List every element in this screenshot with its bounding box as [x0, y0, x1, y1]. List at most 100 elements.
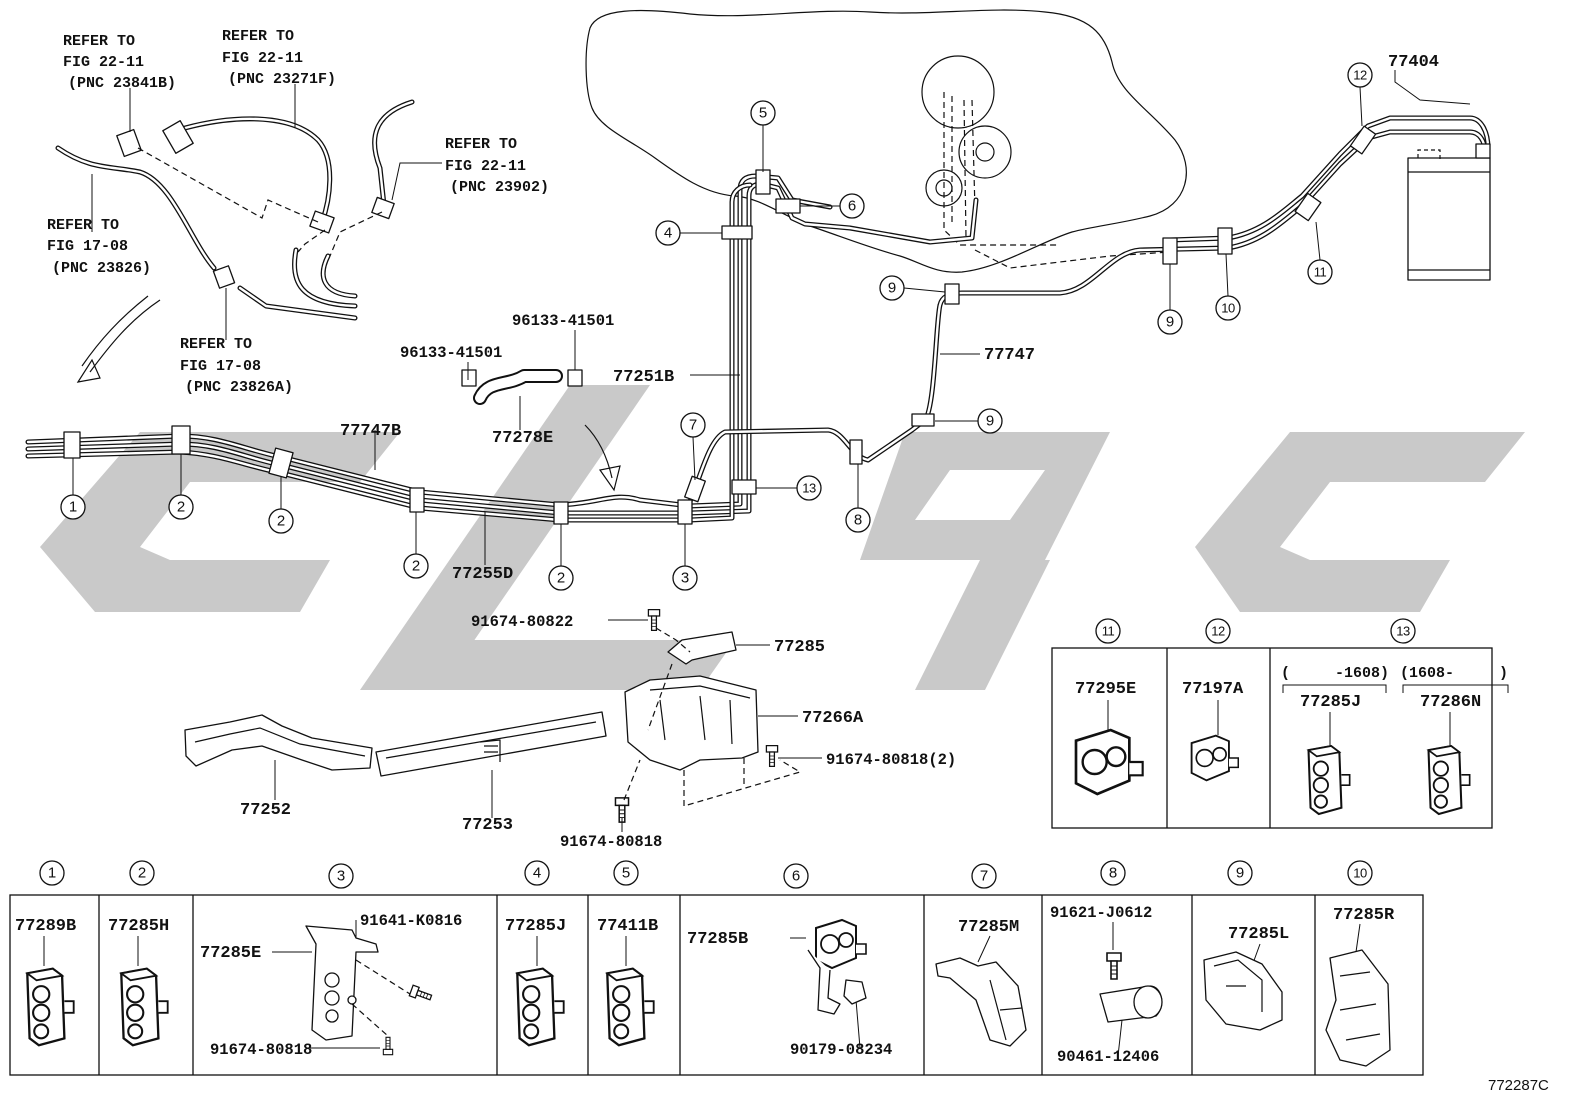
- inset-header-11: 11: [1095, 618, 1121, 644]
- inset-part-13a: 77285J: [1300, 693, 1361, 712]
- canister-icon: [1407, 143, 1491, 281]
- svg-text:5: 5: [759, 105, 767, 122]
- table-part-4: 77285J: [505, 917, 566, 936]
- range-brackets: [1282, 684, 1509, 693]
- clamp-9c: [911, 413, 935, 427]
- parts-table: 1 2 3 4 5 6 7 8 9 10 77289B 77285H 77285…: [9, 860, 1424, 1076]
- watermark-shape-5: [915, 560, 1050, 690]
- ref-line-2: FIG 22-11: [222, 50, 303, 67]
- svg-text:11: 11: [1314, 265, 1327, 280]
- inset-range-a: ( -1608): [1281, 665, 1389, 682]
- fuel-pump-ring: [921, 55, 995, 129]
- clamp-11: [1294, 192, 1322, 222]
- label-canister: 77404: [1388, 53, 1439, 72]
- ref-line-1: REFER TO: [63, 33, 135, 50]
- callout: 8: [845, 507, 871, 533]
- ref-line-2: FIG 22-11: [445, 158, 526, 175]
- clip-icon: [1307, 745, 1351, 815]
- callout: 2: [548, 565, 574, 591]
- ref-line-3: (PNC 23826A): [185, 379, 293, 396]
- reference-23902: REFER TO FIG 22-11 (PNC 23902): [445, 136, 549, 196]
- svg-text:2: 2: [557, 570, 565, 587]
- label-cover-mid: 77253: [462, 816, 513, 835]
- hose-clip-c: [309, 210, 335, 234]
- hose-clip-a: [116, 128, 142, 158]
- svg-text:12: 12: [1211, 624, 1225, 639]
- tube-clamps: [63, 125, 1377, 525]
- ref-line-2: FIG 17-08: [47, 238, 128, 255]
- label-cover-left: 77252: [240, 801, 291, 820]
- svg-text:8: 8: [854, 512, 862, 529]
- clip-77285l: [1203, 951, 1283, 1031]
- svg-text:3: 3: [337, 868, 345, 885]
- hose-dash-lines: [137, 147, 383, 257]
- callout: 9: [1157, 309, 1183, 335]
- svg-text:12: 12: [1353, 68, 1367, 83]
- protector-77266a: [624, 675, 759, 771]
- label-tube-77747b: 77747B: [340, 422, 401, 441]
- reference-23841b: REFER TO FIG 22-11 (PNC 23841B): [63, 33, 176, 92]
- table-header-2: 2: [129, 860, 155, 886]
- cover-77252: [184, 714, 373, 771]
- table-header-6: 6: [783, 863, 809, 889]
- clamp-9a: [944, 283, 960, 305]
- reference-23826: REFER TO FIG 17-08 (PNC 23826): [47, 217, 151, 277]
- table-header-8: 8: [1100, 860, 1126, 886]
- table-part-3b: 91641-K0816: [360, 912, 462, 930]
- hose-clip-e: [212, 265, 236, 289]
- callout: 7: [680, 412, 706, 438]
- bolt-icon: [382, 1036, 394, 1056]
- tank-vent-line: [974, 249, 1171, 269]
- ref-line-3: (PNC 23841B): [68, 75, 176, 92]
- inset-frame: [1051, 647, 1493, 829]
- clamp-7: [684, 475, 706, 503]
- ref-line-3: (PNC 23271F): [228, 71, 336, 88]
- watermark-shape-4: [860, 432, 1110, 560]
- clamp-3: [677, 499, 693, 525]
- label-bolt-top: 91674-80822: [471, 613, 573, 631]
- inset-part-12: 77197A: [1182, 680, 1244, 699]
- callout: 6: [839, 193, 865, 219]
- clip-icon: [606, 967, 655, 1047]
- clamp-9b: [1162, 237, 1178, 265]
- table-header-5: 5: [613, 860, 639, 886]
- table-header-7: 7: [971, 863, 997, 889]
- bolt-icon: [408, 984, 434, 1004]
- table-part-3a: 77285E: [200, 944, 261, 963]
- clamp-4: [721, 225, 753, 240]
- table-header-9: 9: [1227, 860, 1253, 886]
- table-header-1: 1: [39, 860, 65, 886]
- svg-text:5: 5: [622, 865, 630, 882]
- svg-text:6: 6: [848, 198, 856, 215]
- watermark-shape-3: [430, 640, 735, 690]
- svg-text:7: 7: [689, 417, 697, 434]
- svg-text:4: 4: [664, 225, 672, 242]
- svg-text:3: 3: [681, 570, 689, 587]
- table-part-8a: 91621-J0612: [1050, 904, 1152, 922]
- arrow-icon: [76, 299, 161, 383]
- callout: 2: [268, 508, 294, 534]
- svg-text:11: 11: [1102, 624, 1115, 639]
- clamp-12: [1349, 125, 1377, 155]
- inset-part-13b: 77286N: [1420, 693, 1481, 712]
- svg-text:10: 10: [1221, 301, 1235, 316]
- svg-text:8: 8: [1109, 865, 1117, 882]
- hose-clip-d: [371, 196, 395, 220]
- clip-icon: [1427, 745, 1471, 815]
- clip-icon: [516, 967, 565, 1047]
- watermark-shape-1: [40, 432, 400, 612]
- upper-left-hoses: [55, 99, 415, 383]
- table-part-2: 77285H: [108, 917, 169, 936]
- table-header-3: 3: [328, 863, 354, 889]
- callout: 10: [1215, 295, 1241, 321]
- table-part-7: 77285M: [958, 918, 1019, 937]
- clip-icon: [1074, 728, 1144, 796]
- svg-text:7: 7: [980, 868, 988, 885]
- callout: 13: [796, 475, 822, 501]
- canister-body: [1407, 157, 1491, 281]
- table-part-3c: 91674-80818: [210, 1041, 312, 1059]
- callout: 2: [403, 553, 429, 579]
- reference-23271f: REFER TO FIG 22-11 (PNC 23271F): [222, 28, 336, 88]
- svg-text:2: 2: [177, 499, 185, 516]
- hose-clip-left: [461, 369, 477, 387]
